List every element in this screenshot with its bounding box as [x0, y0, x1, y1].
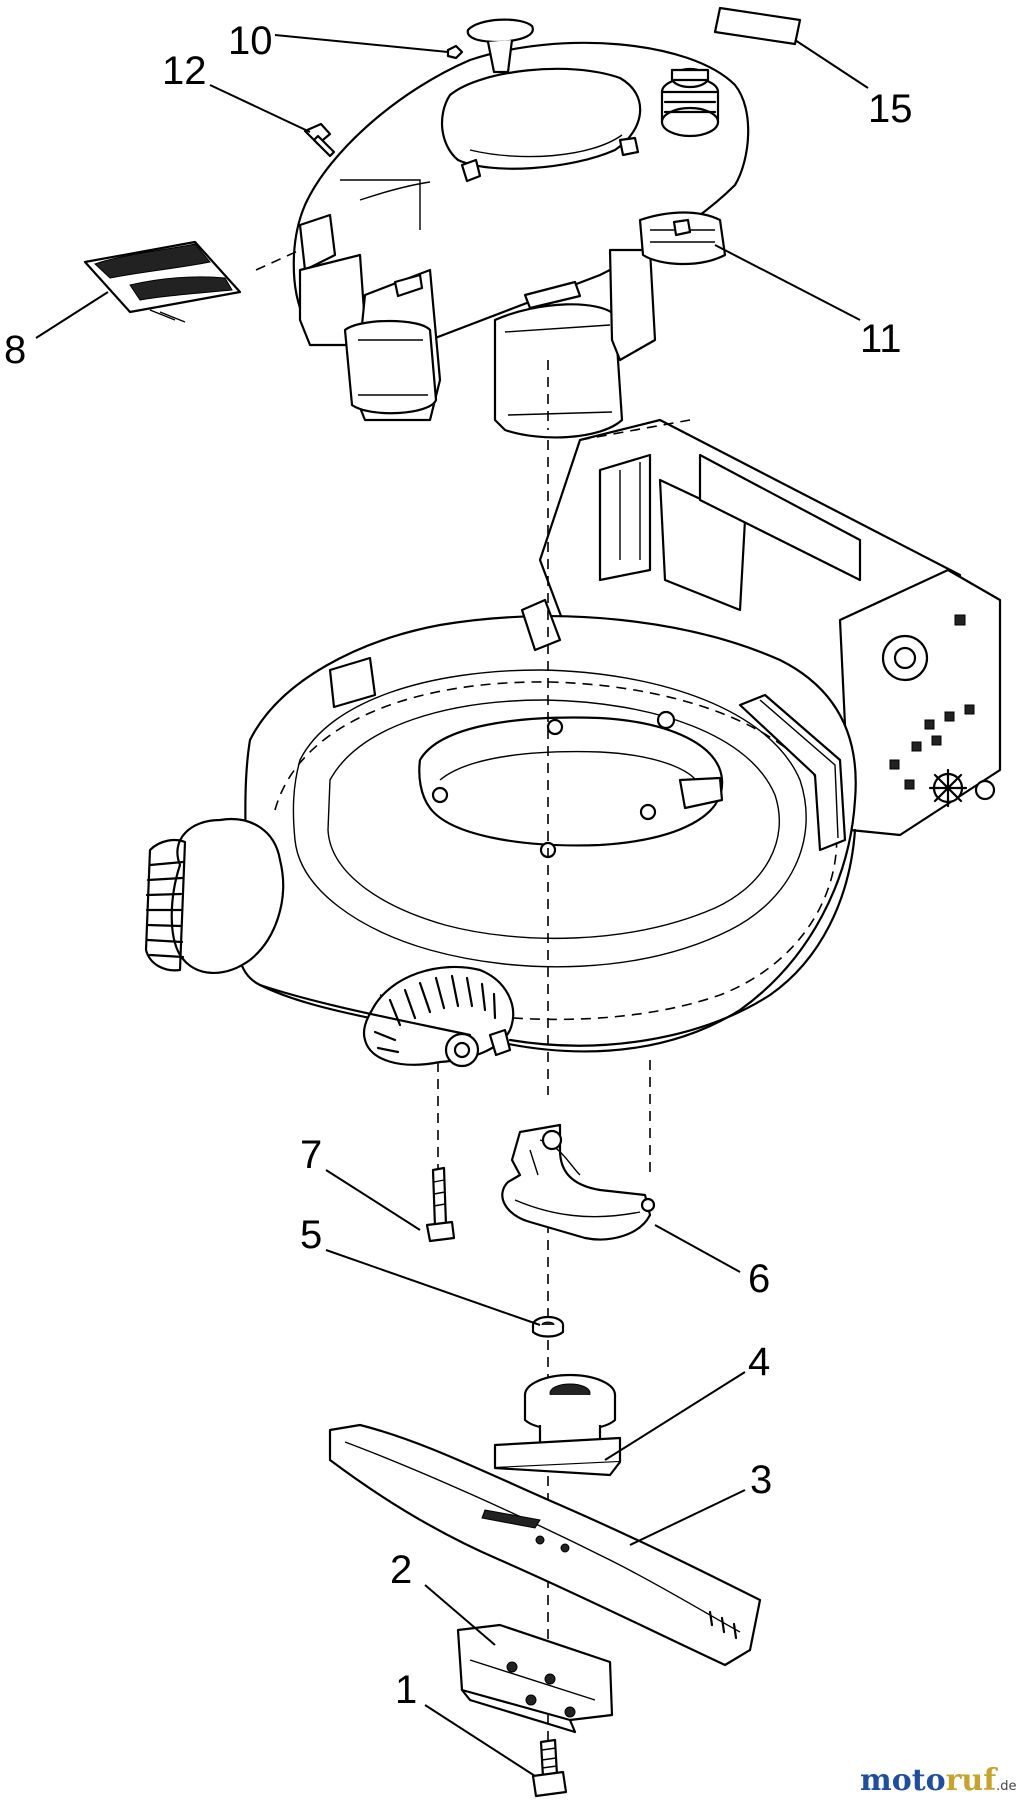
watermark: motoruf.de	[860, 1763, 1017, 1798]
engine-bolt	[303, 122, 336, 158]
callout-5: 5	[300, 1213, 322, 1257]
callout-2: 2	[390, 1548, 412, 1592]
callout-15: 15	[868, 87, 913, 131]
leader-lines	[35, 34, 869, 1777]
callout-8: 8	[4, 328, 26, 372]
engine	[255, 18, 750, 439]
blade-bolt	[531, 1738, 568, 1798]
washer	[531, 1315, 565, 1338]
blade	[328, 1423, 762, 1667]
callout-7: 7	[300, 1133, 322, 1177]
decal-small	[713, 6, 802, 46]
watermark-part2: ruf	[946, 1763, 999, 1798]
blade-stiffener	[456, 1623, 614, 1734]
blade-bolt-small	[425, 1166, 456, 1243]
watermark-suffix: .de	[996, 1779, 1016, 1794]
callout-11: 11	[860, 317, 902, 361]
callout-1: 1	[395, 1668, 417, 1712]
callout-12: 12	[162, 49, 207, 93]
decal	[83, 240, 242, 323]
callout-6: 6	[748, 1257, 770, 1301]
callout-10: 10	[228, 19, 273, 63]
mower-deck	[144, 418, 1002, 1068]
baffle	[501, 1123, 656, 1241]
svg-text:motoruf.de: motoruf.de	[860, 1763, 1017, 1798]
callout-labels: 10 12 15 8 11 7 5 6 4 3 2 1	[4, 19, 913, 1712]
nut	[446, 44, 464, 60]
callout-4: 4	[748, 1340, 770, 1384]
blade-adapter	[493, 1373, 622, 1477]
watermark-part1: moto	[860, 1763, 946, 1798]
callout-3: 3	[750, 1458, 772, 1502]
